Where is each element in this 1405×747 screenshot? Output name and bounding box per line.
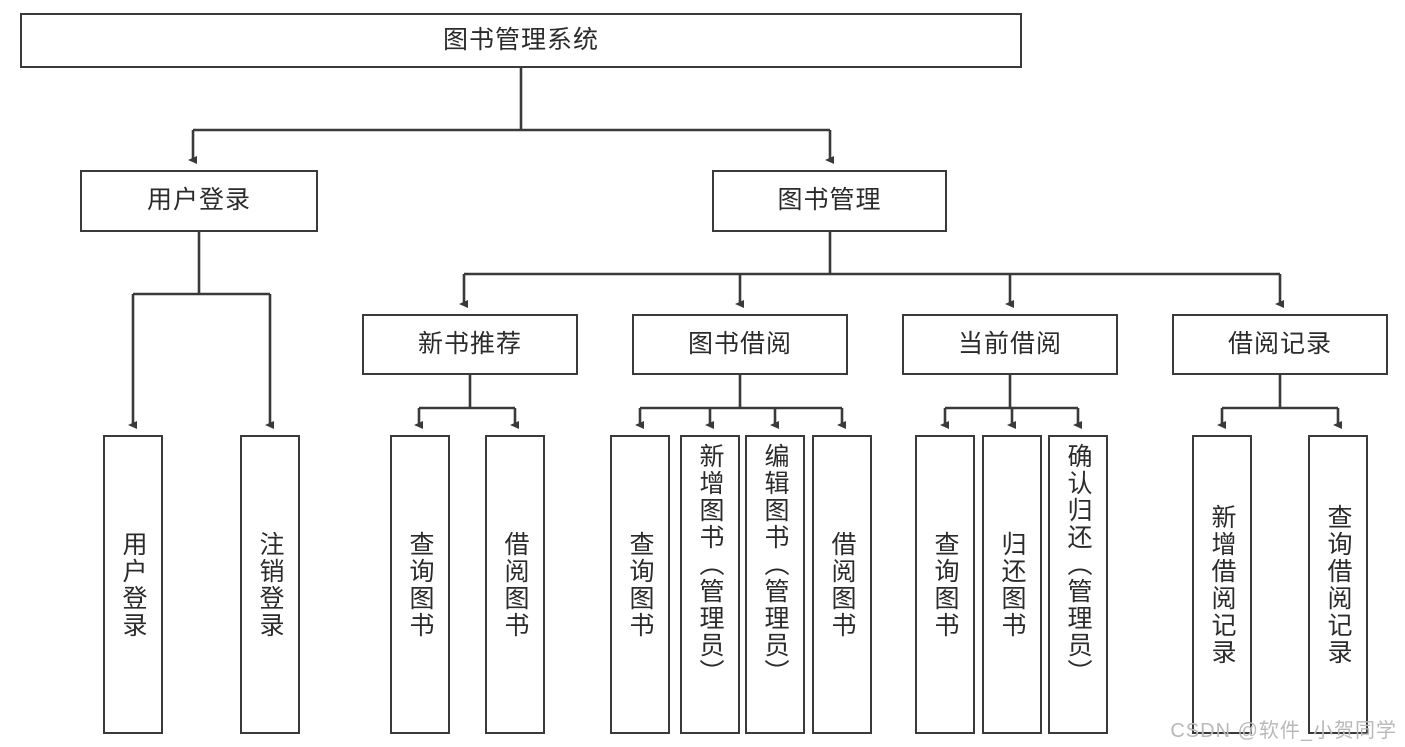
node-book-borrow[interactable]: 图书借阅	[632, 314, 848, 375]
node-book-management[interactable]: 图书管理	[712, 170, 947, 232]
node-label: 注销登录	[256, 530, 284, 639]
leaf-book-borrow-query-book[interactable]: 查询图书	[610, 435, 670, 734]
node-label: 用户登录	[146, 186, 251, 215]
leaf-current-borrow-return-book[interactable]: 归还图书	[982, 435, 1042, 734]
node-label: 图书管理	[777, 186, 882, 215]
node-root-book-management-system[interactable]: 图书管理系统	[20, 13, 1022, 68]
leaf-borrow-record-add-record[interactable]: 新增借阅记录	[1192, 435, 1252, 734]
node-label: 查询借阅记录	[1324, 503, 1352, 666]
node-label: 编辑图书（管理员）	[761, 443, 789, 686]
node-label: 归还图书	[998, 530, 1026, 639]
node-label: 确认归还（管理员）	[1064, 443, 1092, 686]
node-label: 新增图书（管理员）	[696, 443, 724, 686]
node-borrow-record[interactable]: 借阅记录	[1172, 314, 1388, 375]
node-label: 查询图书	[626, 530, 654, 639]
node-label: 新书推荐	[417, 329, 522, 358]
node-label: 图书借阅	[687, 329, 792, 358]
leaf-book-borrow-borrow-book[interactable]: 借阅图书	[812, 435, 872, 734]
node-label: 用户登录	[119, 530, 147, 639]
node-label: 新增借阅记录	[1208, 503, 1236, 666]
node-new-book-recommend[interactable]: 新书推荐	[362, 314, 578, 375]
node-label: 借阅记录	[1227, 329, 1332, 358]
leaf-book-borrow-edit-book-admin[interactable]: 编辑图书（管理员）	[745, 435, 805, 734]
leaf-current-borrow-confirm-return-admin[interactable]: 确认归还（管理员）	[1048, 435, 1108, 734]
leaf-user-login-logout[interactable]: 注销登录	[240, 435, 300, 734]
node-label: 查询图书	[931, 530, 959, 639]
node-label: 查询图书	[406, 530, 434, 639]
node-label: 借阅图书	[501, 530, 529, 639]
node-current-borrow[interactable]: 当前借阅	[902, 314, 1118, 375]
leaf-user-login-login[interactable]: 用户登录	[103, 435, 163, 734]
leaf-book-borrow-add-book-admin[interactable]: 新增图书（管理员）	[680, 435, 740, 734]
node-label: 当前借阅	[957, 329, 1062, 358]
node-user-login[interactable]: 用户登录	[80, 170, 318, 232]
node-label: 借阅图书	[828, 530, 856, 639]
leaf-new-book-query-book[interactable]: 查询图书	[390, 435, 450, 734]
leaf-borrow-record-query-record[interactable]: 查询借阅记录	[1308, 435, 1368, 734]
node-label: 图书管理系统	[442, 25, 599, 54]
csdn-watermark: CSDN @软件_小贺同学	[1170, 720, 1397, 742]
leaf-current-borrow-query-book[interactable]: 查询图书	[915, 435, 975, 734]
leaf-new-book-borrow-book[interactable]: 借阅图书	[485, 435, 545, 734]
